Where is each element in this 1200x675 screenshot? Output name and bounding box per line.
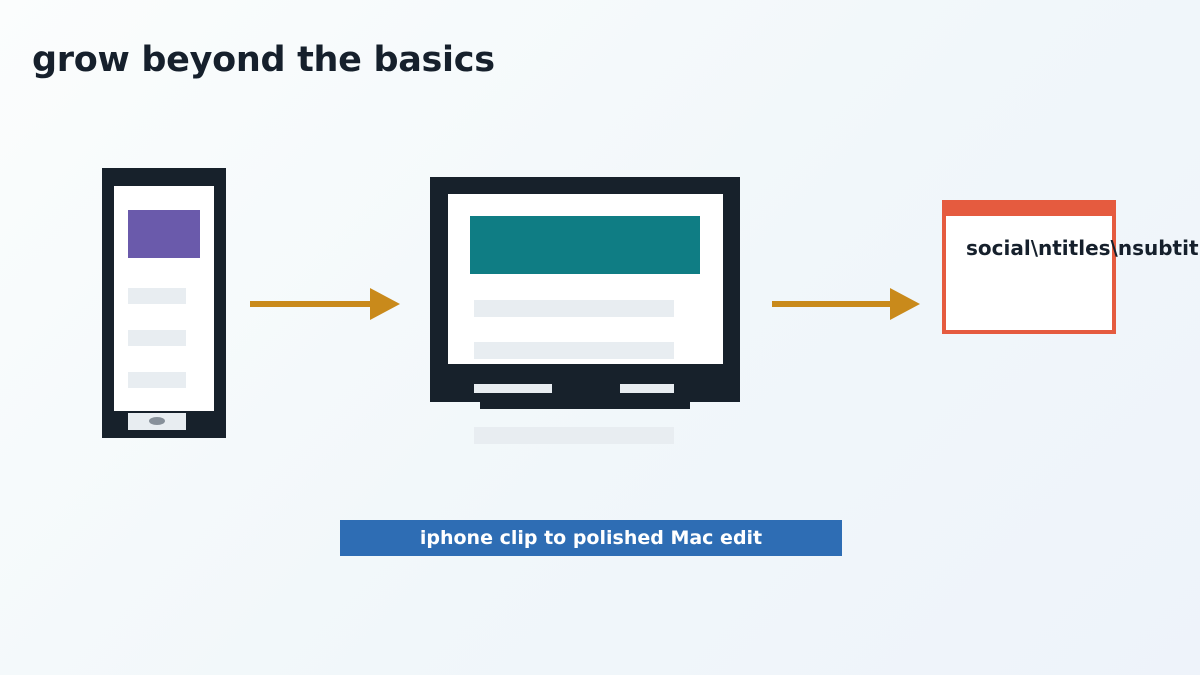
phone-placeholder-line [128,372,186,388]
monitor-base [480,393,690,409]
monitor-hero-block [470,216,700,274]
output-card-header [946,204,1112,216]
phone-home-button [149,417,165,425]
monitor-placeholder-line [474,300,674,317]
caption-banner: iphone clip to polished Mac edit [340,520,842,556]
monitor-placeholder-line [474,342,674,359]
output-card [942,200,1116,334]
monitor-placeholder-line [474,427,674,444]
phone-icon [102,168,226,438]
monitor-screen [448,194,723,364]
phone-placeholder-line [128,330,186,346]
monitor-stand-mark [474,384,552,393]
phone-hero-block [128,210,200,258]
monitor-stand-mark [620,384,674,393]
monitor-icon [430,177,740,402]
arrow-right-icon [772,288,920,320]
arrow-right-icon [250,288,400,320]
phone-screen [114,186,214,411]
output-card-label: social\ntitles\nsubtitles [966,236,1200,260]
phone-placeholder-line [128,288,186,304]
headline: grow beyond the basics [32,40,495,80]
phone-home-bar [128,413,186,430]
